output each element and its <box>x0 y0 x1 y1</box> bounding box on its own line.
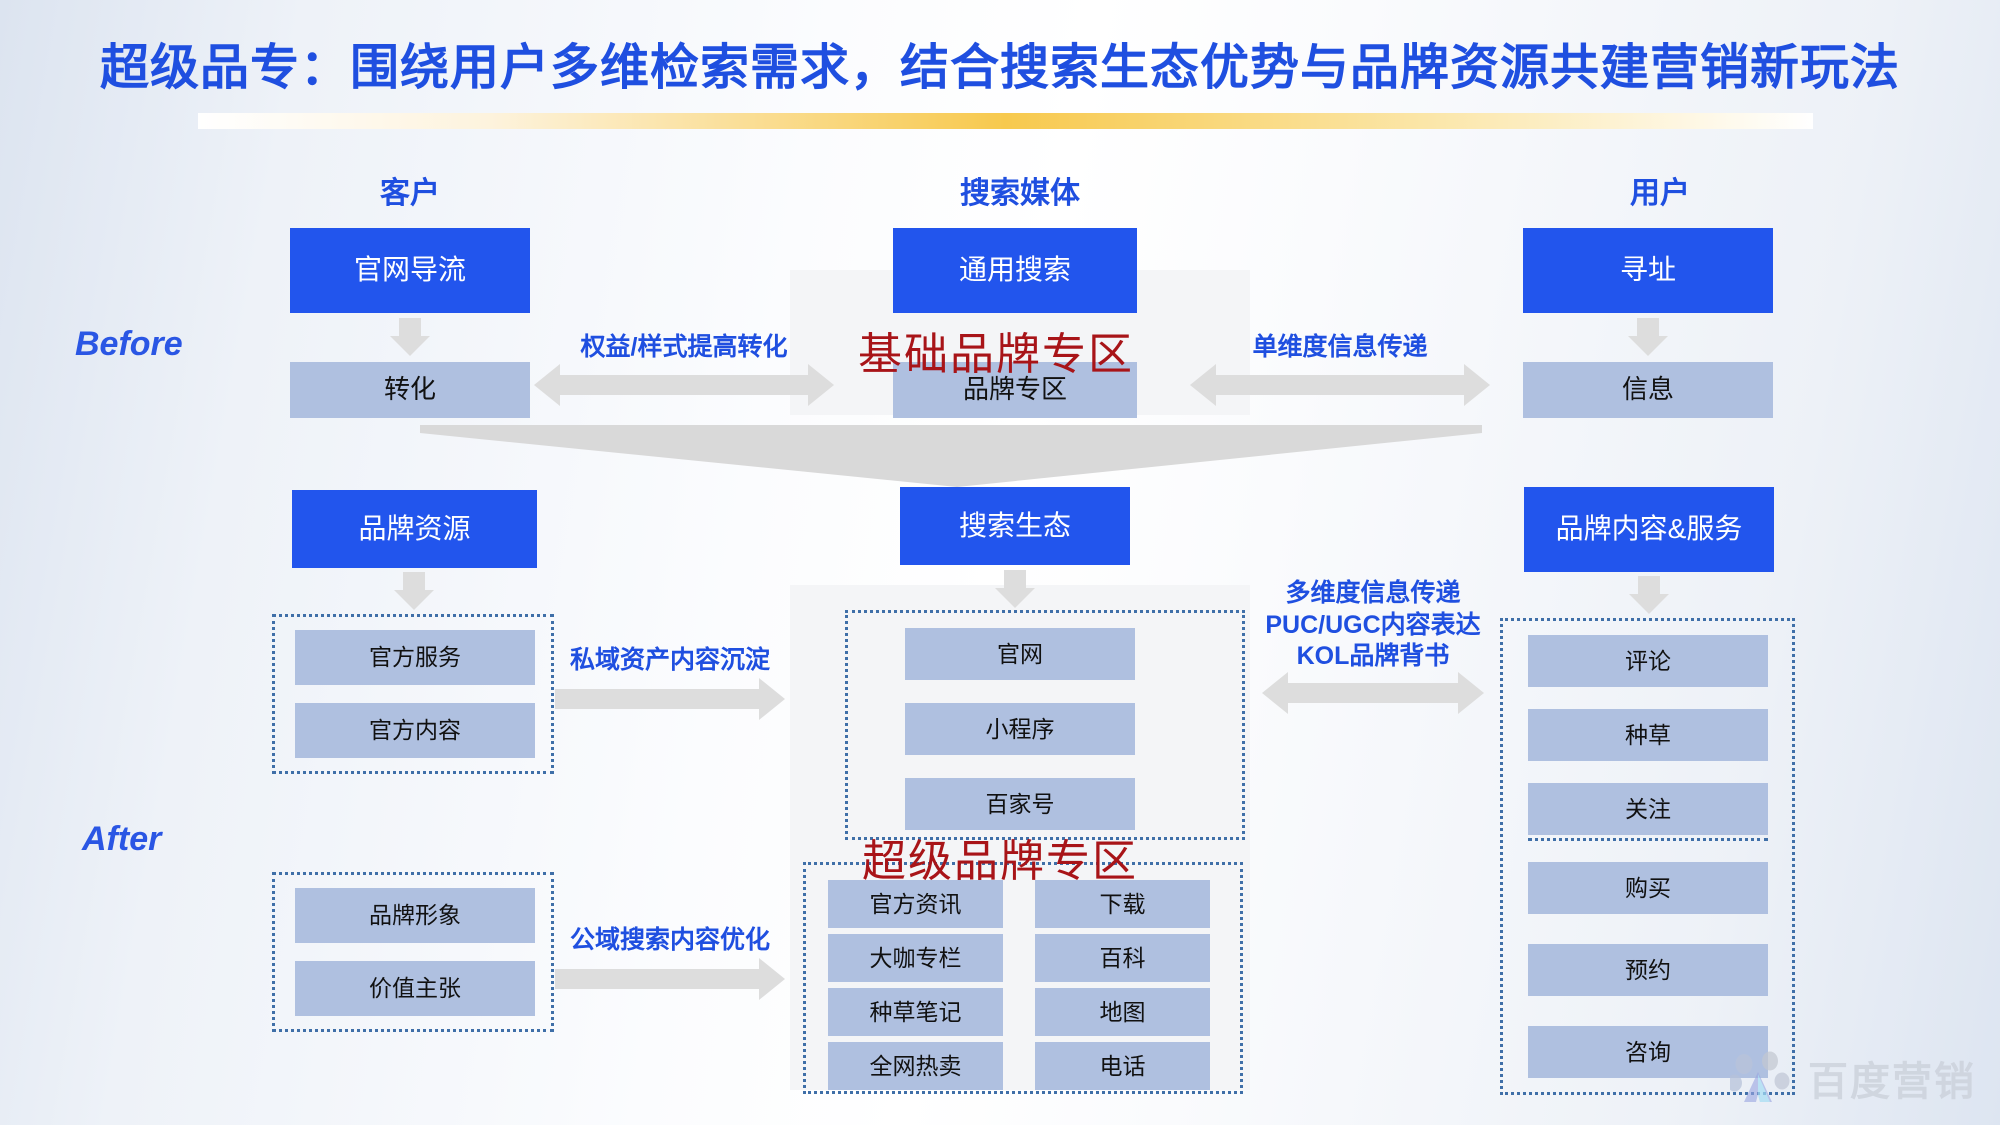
before-media-top-box[interactable]: 通用搜索 <box>893 228 1137 313</box>
after-brand-content-a-item-1[interactable]: 种草 <box>1528 709 1768 761</box>
after-super-zone-left-item-2[interactable]: 种草笔记 <box>828 988 1003 1036</box>
before-customer-top-box[interactable]: 官网导流 <box>290 228 530 313</box>
before-left-arrow-label: 权益/样式提高转化 <box>580 333 788 361</box>
before-right-arrow-label: 单维度信息传递 <box>1252 333 1428 361</box>
after-brand-resource-header-box[interactable]: 品牌资源 <box>292 490 537 568</box>
after-brand-resource-item-0[interactable]: 官方服务 <box>295 630 535 685</box>
after-left-bottom-arrow-label: 公域搜索内容优化 <box>569 926 770 954</box>
before-user-down-arrow-icon <box>1628 318 1668 358</box>
after-brand-content-group-frame <box>1500 618 1795 1095</box>
before-left-double-arrow-icon <box>534 363 834 407</box>
baidu-paw-icon <box>1730 1051 1790 1102</box>
stage-label-after: After <box>82 820 162 858</box>
after-super-zone-left-item-3[interactable]: 全网热卖 <box>828 1042 1003 1090</box>
after-brand-content-b-item-2[interactable]: 咨询 <box>1528 1026 1768 1078</box>
after-super-zone-right-item-1[interactable]: 百科 <box>1035 934 1210 982</box>
after-right-double-arrow-icon <box>1262 672 1484 714</box>
after-search-eco-header-box[interactable]: 搜索生态 <box>900 487 1130 565</box>
after-brand-content-a-item-0[interactable]: 评论 <box>1528 635 1768 687</box>
after-super-zone-left-item-1[interactable]: 大咖专栏 <box>828 934 1003 982</box>
column-header-user: 用户 <box>1630 177 1690 210</box>
after-search-eco-down-arrow-icon <box>995 570 1035 610</box>
after-left-top-arrow-label: 私域资产内容沉淀 <box>569 646 770 674</box>
title-underline-rule <box>198 113 1813 129</box>
before-customer-down-arrow-icon <box>390 318 430 358</box>
after-right-arrow-label: 多维度信息传递 PUC/UGC内容表达 KOL品牌背书 <box>1245 578 1501 673</box>
column-header-media: 搜索媒体 <box>960 177 1080 210</box>
after-brand-image-item-0[interactable]: 品牌形象 <box>295 888 535 943</box>
before-user-top-box[interactable]: 寻址 <box>1523 228 1773 313</box>
after-brand-content-b-item-0[interactable]: 购买 <box>1528 862 1768 914</box>
after-brand-content-group-divider <box>1528 838 1768 841</box>
after-brand-content-down-arrow-icon <box>1629 576 1669 616</box>
after-brand-image-item-1[interactable]: 价值主张 <box>295 961 535 1016</box>
after-left-top-arrow-icon <box>555 678 785 720</box>
watermark-text: 百度营销 <box>1808 1060 1976 1104</box>
after-right-arrow-label-line-1: PUC/UGC内容表达 <box>1265 610 1481 639</box>
section-divider-chevron-icon <box>420 425 1482 487</box>
after-right-arrow-label-line-0: 多维度信息传递 <box>1285 579 1461 607</box>
after-search-eco-item-1[interactable]: 小程序 <box>905 703 1135 755</box>
after-super-zone-left-item-0[interactable]: 官方资讯 <box>828 880 1003 928</box>
column-header-customer: 客户 <box>380 177 440 210</box>
after-right-arrow-label-line-2: KOL品牌背书 <box>1296 642 1450 670</box>
after-brand-content-a-item-2[interactable]: 关注 <box>1528 783 1768 835</box>
after-super-zone-right-item-2[interactable]: 地图 <box>1035 988 1210 1036</box>
page-title: 超级品专：围绕用户多维检索需求，结合搜索生态优势与品牌资源共建营销新玩法 <box>99 41 1900 95</box>
after-brand-resource-group-frame <box>272 614 554 774</box>
after-brand-content-b-item-1[interactable]: 预约 <box>1528 944 1768 996</box>
after-search-eco-item-0[interactable]: 官网 <box>905 628 1135 680</box>
before-right-double-arrow-icon <box>1190 363 1490 407</box>
after-brand-resource-down-arrow-icon <box>394 572 434 612</box>
after-super-zone-right-item-3[interactable]: 电话 <box>1035 1042 1210 1090</box>
after-red-annotation: 超级品牌专区 <box>862 837 1138 886</box>
before-user-bottom-box[interactable]: 信息 <box>1523 362 1773 418</box>
after-brand-content-header-box[interactable]: 品牌内容&服务 <box>1524 487 1774 572</box>
after-super-zone-right-item-0[interactable]: 下载 <box>1035 880 1210 928</box>
after-left-bottom-arrow-icon <box>555 958 785 1000</box>
after-search-eco-group-frame <box>845 610 1245 840</box>
stage-label-before: Before <box>75 325 183 363</box>
before-media-bottom-box[interactable]: 品牌专区 <box>893 362 1137 418</box>
after-brand-image-group-frame <box>272 872 554 1032</box>
after-brand-resource-item-1[interactable]: 官方内容 <box>295 703 535 758</box>
before-customer-bottom-box[interactable]: 转化 <box>290 362 530 418</box>
before-red-annotation: 基础品牌专区 <box>858 330 1134 379</box>
baidu-marketing-watermark: 百度营销 <box>1730 1049 1976 1107</box>
after-super-zone-group-frame <box>803 862 1243 1094</box>
after-search-eco-item-2[interactable]: 百家号 <box>905 778 1135 830</box>
